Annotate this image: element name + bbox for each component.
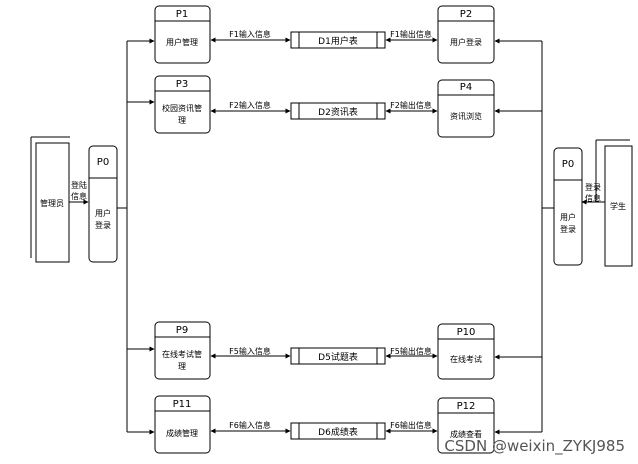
process-name-line1: 用户登录 [450,37,482,47]
flow-f5-in: F5输入信息 [210,346,291,359]
process-p0-left: P0 用户 登录 [88,145,118,263]
flow-f2-in: F2输入信息 [210,100,291,114]
process-id: P9 [176,325,188,336]
process-name-line1: 用户 [560,212,576,222]
process-name-line1: 资讯浏览 [450,111,482,121]
process-id: P1 [176,9,188,20]
process-p3: P3 校园资讯管 理 [154,75,211,134]
entity-student-label: 学生 [610,201,626,211]
process-p0-right: P0 用户 登录 [553,147,583,266]
process-name-line1: 用户 [95,208,111,218]
process-name-line2: 登录 [560,224,576,234]
process-name-line1: 成绩管理 [166,428,198,438]
process-p2: P2 用户登录 [437,5,495,64]
flow-f6-out-label: F6输出信息 [390,420,432,430]
process-p12: P12 成绩查看 [437,397,495,454]
entity-admin-label: 管理员 [40,198,64,208]
flow-f5-out-label: F5输出信息 [390,346,432,356]
flow-f2-out-label: F2输出信息 [390,100,432,110]
process-p11: P11 成绩管理 [154,395,211,454]
process-p9: P9 在线考试管 理 [154,321,211,380]
process-name-line1: 在线考试管 [162,349,202,359]
process-id: P4 [460,82,472,93]
flow-login-left-line1: 登陆 [71,180,87,190]
process-name-line1: 用户管理 [166,37,198,47]
flow-f2-in-label: F2输入信息 [229,100,271,110]
process-name-line2: 理 [178,362,186,371]
process-name-line2: 登录 [95,220,111,230]
left-bus [117,38,155,435]
store-d6-label: D6成绩表 [318,426,358,438]
watermark-text: CSDN @weixin_ZYKJ985 [444,437,625,456]
process-p10: P10 在线考试 [437,323,495,380]
flow-f1-in: F1输入信息 [210,29,291,43]
process-name-line2: 理 [178,116,186,125]
process-id: P2 [460,9,472,20]
store-d2-label: D2资讯表 [318,106,358,118]
flow-f1-in-label: F1输入信息 [229,29,271,39]
store-d1-label: D1用户表 [318,35,358,47]
flow-f2-out: F2输出信息 [385,100,438,114]
process-id: P0 [562,159,574,170]
process-name-line1: 在线考试 [450,354,482,364]
store-d5-label: D5试题表 [318,351,358,363]
process-p1: P1 用户管理 [154,5,211,64]
process-name-line1: 成绩查看 [450,429,482,439]
flow-f5-in-label: F5输入信息 [229,346,271,356]
entity-admin: 管理员 [30,136,70,263]
process-id: P3 [176,79,188,90]
process-id: P10 [457,327,476,338]
store-d5: D5试题表 [290,347,386,365]
flow-f5-out: F5输出信息 [385,346,438,359]
flow-login-right-line2: 信息 [585,193,601,203]
flow-f6-in-label: F6输入信息 [229,420,271,430]
flow-login-right-line1: 登录 [585,182,601,192]
flow-login-left-line2: 信息 [71,191,87,201]
flow-login-right: 登录 信息 [581,182,605,205]
flow-login-left: 登陆 信息 [69,180,89,205]
process-id: P0 [97,157,109,168]
process-id: P11 [173,399,192,410]
process-name-line1: 校园资讯管 [162,103,202,113]
store-d2: D2资讯表 [290,102,386,120]
flow-f6-out: F6输出信息 [385,420,438,434]
flow-f6-in: F6输入信息 [210,420,291,434]
entity-student: 学生 [595,139,633,267]
store-d1: D1用户表 [290,31,386,49]
right-bus [494,38,554,435]
process-id: P12 [457,401,476,412]
flow-f1-out: F1输出信息 [385,29,438,43]
process-p4: P4 资讯浏览 [437,79,495,138]
flow-f1-out-label: F1输出信息 [390,29,432,39]
store-d6: D6成绩表 [290,422,386,440]
